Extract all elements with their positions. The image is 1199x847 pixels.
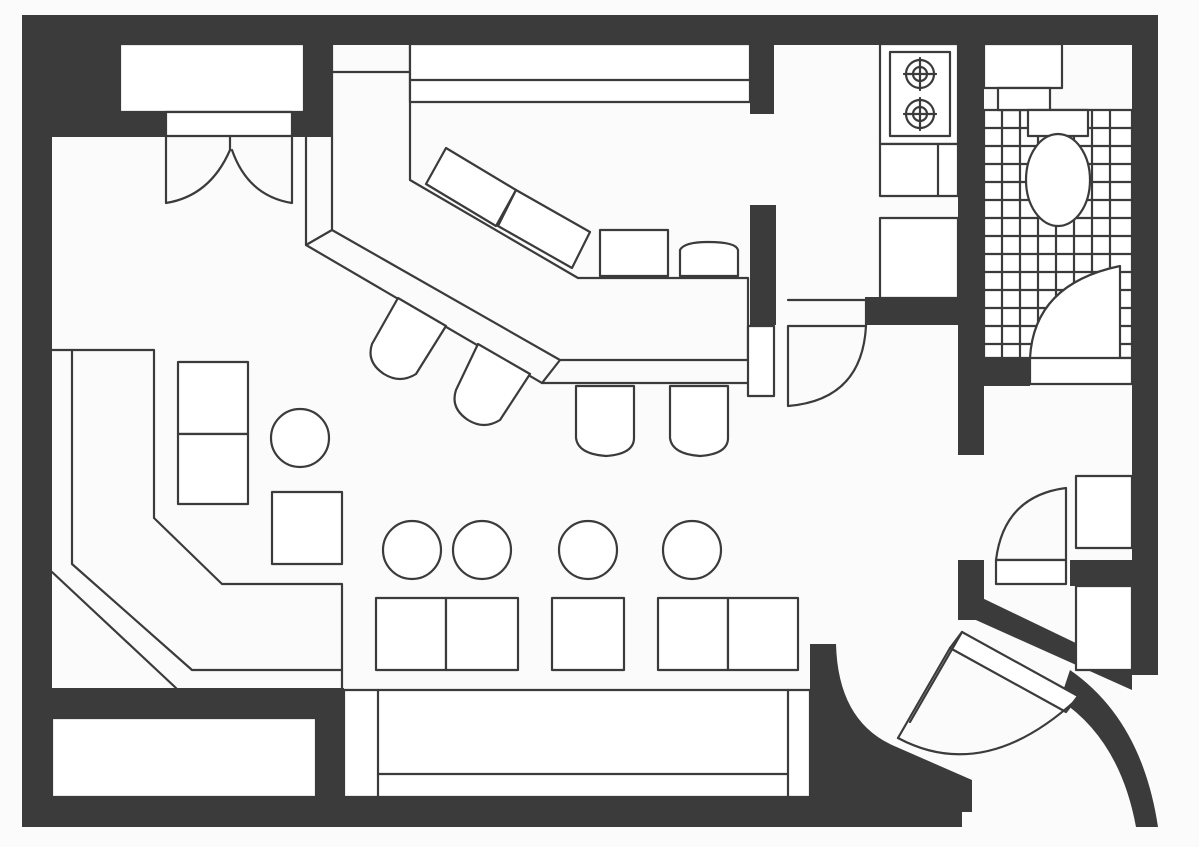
wall-storage-right (316, 688, 344, 826)
kitchen-door (786, 298, 868, 408)
back-bar-equipment-1 (424, 146, 518, 228)
closet-cabinet (1074, 474, 1134, 550)
banquette-back (50, 570, 178, 690)
table-unit-4 (374, 596, 448, 672)
toilet-tank (1026, 108, 1090, 138)
sink (982, 42, 1064, 90)
bar-stool-4 (668, 384, 730, 458)
table-unit-3 (270, 490, 344, 566)
closet-shelf (1074, 584, 1134, 672)
table-unit-1 (176, 360, 250, 436)
wall-wc-bottom (984, 358, 1030, 386)
wall-kitchen-bottom (865, 297, 961, 325)
wall-bottom (22, 797, 962, 827)
entrance-door-swing (896, 698, 1078, 756)
back-bar-equipment-2 (496, 188, 592, 270)
closet-right (994, 474, 1134, 672)
window-opening (118, 42, 306, 114)
wall-storage-bottom (46, 688, 342, 718)
wall-entrance-right-curve (1060, 670, 1158, 827)
round-stool-3 (451, 519, 513, 581)
round-stool-1 (269, 407, 331, 469)
closet-door (994, 486, 1068, 562)
double-door-top-left (164, 134, 294, 205)
table-unit-6 (550, 596, 626, 672)
back-bar-equipment-4 (678, 240, 740, 278)
bar-stool-2 (453, 342, 532, 427)
wall-kitchen-lower (750, 205, 776, 325)
bar-end-cap (746, 324, 776, 398)
bar-counter (304, 42, 776, 398)
banquette-inner (70, 348, 344, 672)
kitchen-counter-2 (878, 216, 960, 300)
wall-entrance-curve (836, 644, 972, 812)
round-stool-2 (381, 519, 443, 581)
window-sill (164, 110, 294, 138)
restroom (982, 42, 1134, 386)
wall-entrance-post (810, 644, 836, 826)
bar-stool-1 (369, 296, 448, 381)
round-stool-5 (661, 519, 723, 581)
wall-wc-left (958, 40, 984, 455)
entrance-door-leaf (948, 630, 1080, 714)
storage-room (50, 716, 318, 799)
door-leaf-left (164, 134, 232, 205)
round-stools (269, 407, 723, 581)
table-unit-2 (176, 432, 250, 506)
kitchen (786, 42, 960, 408)
banquette-outer (50, 348, 344, 690)
bar-counter-inner (408, 70, 750, 362)
bench-frame (342, 688, 812, 799)
back-bar-shelf (408, 42, 752, 104)
restroom-door (1028, 264, 1134, 386)
bar-stools (369, 296, 730, 458)
table-unit-7 (656, 596, 730, 672)
kitchen-counter-1 (878, 142, 960, 198)
table-unit-8 (726, 596, 800, 672)
wall-right-lower-ledge (1070, 560, 1132, 586)
round-stool-4 (557, 519, 619, 581)
bottom-bench (342, 688, 812, 799)
sink-base (996, 86, 1052, 112)
tables (176, 360, 800, 672)
banquette-left (50, 348, 344, 690)
cooktop-burners (902, 56, 938, 132)
wall-kitchen-upper (750, 40, 774, 114)
door-leaf-right (230, 134, 294, 205)
main-entrance-door (896, 630, 1080, 756)
wall-right (1132, 15, 1158, 675)
bar-stool-3 (574, 384, 636, 458)
toilet-bowl (1024, 132, 1092, 228)
table-unit-5 (444, 596, 520, 672)
back-bar-equipment-3 (598, 228, 670, 278)
